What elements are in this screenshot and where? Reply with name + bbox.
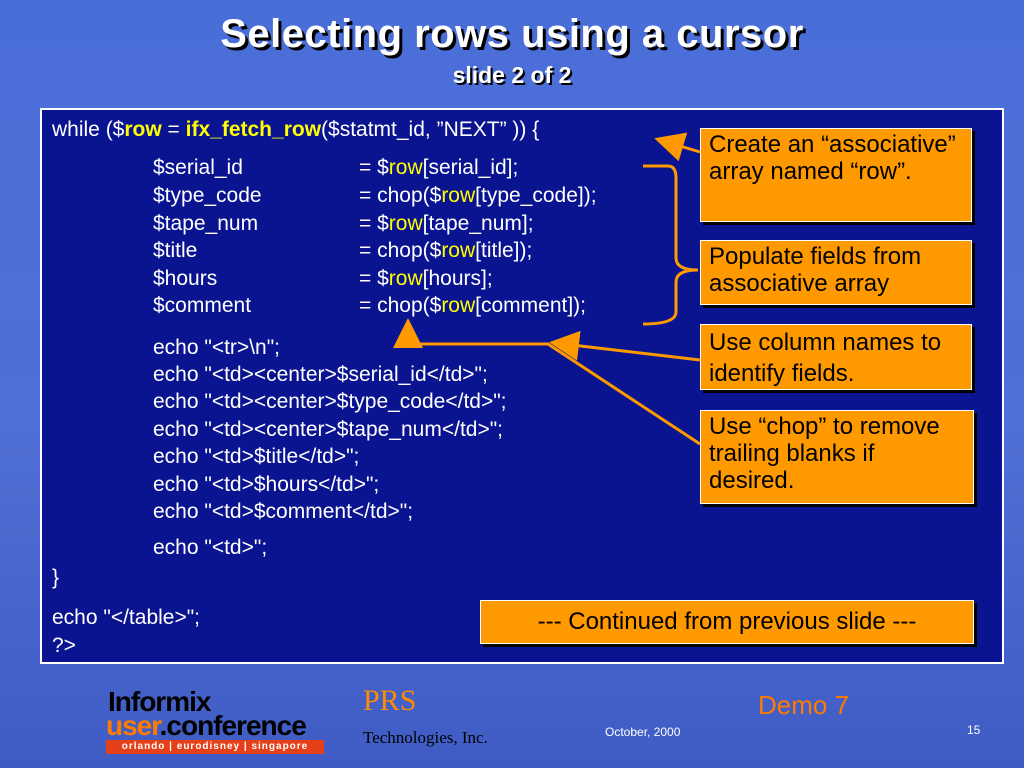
slide-subtitle: slide 2 of 2 xyxy=(452,62,572,88)
code-while-prefix: while ($ xyxy=(52,118,125,141)
assignment-line: $comment = chop($row[comment]); xyxy=(153,294,586,318)
echo-line: echo "<td><center>$type_code</td>"; xyxy=(153,390,507,413)
echo-line: echo "<td><center>$tape_num</td>"; xyxy=(153,418,504,441)
code-while-suffix: ($statmt_id, ”NEXT” )) { xyxy=(321,118,540,141)
prs-company: Technologies, Inc. xyxy=(363,728,488,747)
assignment-line: $hours = $row[hours]; xyxy=(153,267,493,291)
assignment-var: $tape_num xyxy=(153,212,259,235)
page-number: 15 xyxy=(967,723,981,737)
assignment-value: = $row[serial_id]; xyxy=(359,156,519,179)
assignment-value: = chop($row[title]); xyxy=(359,239,533,262)
assignment-var: $type_code xyxy=(153,184,262,207)
assignment-line: $type_code = chop($row[type_code]); xyxy=(153,184,597,208)
logo-cities-strip: orlando | eurodisney | singapore xyxy=(106,740,324,754)
assignment-value: = $row[hours]; xyxy=(359,267,493,290)
code-fetch-func: ifx_fetch_row xyxy=(185,118,322,141)
assignment-line: $tape_num = $row[tape_num]; xyxy=(153,212,534,236)
assignment-value: = $row[tape_num]; xyxy=(359,212,534,235)
continued-banner: --- Continued from previous slide --- xyxy=(480,600,974,644)
callout-populate-fields: Populate fields from associative array xyxy=(700,240,972,305)
callout-chop: Use “chop” to remove trailing blanks if … xyxy=(700,410,974,504)
echo-line: echo "<td>$hours</td>"; xyxy=(153,473,380,496)
prs-logo: PRS xyxy=(363,684,417,717)
slide-date: October, 2000 xyxy=(605,725,681,739)
echo-line: echo "<td>$title</td>"; xyxy=(153,445,360,468)
assignment-var: $comment xyxy=(153,294,252,317)
assignment-value: = chop($row[comment]); xyxy=(359,294,587,317)
logo-informix-text: Informix xyxy=(108,686,211,717)
logo-user-conference: user.conference xyxy=(106,710,307,741)
callout-associative-array: Create an “associative” array named “row… xyxy=(700,128,972,222)
assignment-line: $serial_id = $row[serial_id]; xyxy=(153,156,518,180)
code-while-line: while ($row = ifx_fetch_row($statmt_id, … xyxy=(52,118,539,142)
echo-line: echo "<td>$comment</td>"; xyxy=(153,500,414,523)
assignment-var: $title xyxy=(153,239,198,262)
assignment-value: = chop($row[type_code]); xyxy=(359,184,597,207)
demo-label: Demo 7 xyxy=(758,690,850,720)
code-row-keyword: row xyxy=(124,118,162,141)
slide-title: Selecting rows using a cursor xyxy=(220,12,804,56)
assignment-var: $serial_id xyxy=(153,156,243,179)
assignment-var: $hours xyxy=(153,267,218,290)
echo-td-line: echo "<td>"; xyxy=(153,536,268,559)
callout-column-names: Use column names to identify fields. xyxy=(700,324,972,390)
code-echo-table: echo "</table>"; xyxy=(52,606,201,629)
assignment-line: $title = chop($row[title]); xyxy=(153,239,532,263)
echo-line: echo "<td><center>$serial_id</td>"; xyxy=(153,363,488,386)
echo-line: echo "<tr>\n"; xyxy=(153,336,280,359)
code-php-end: ?> xyxy=(52,634,76,657)
code-equals: = xyxy=(161,118,186,141)
code-close-brace: } xyxy=(52,566,60,589)
